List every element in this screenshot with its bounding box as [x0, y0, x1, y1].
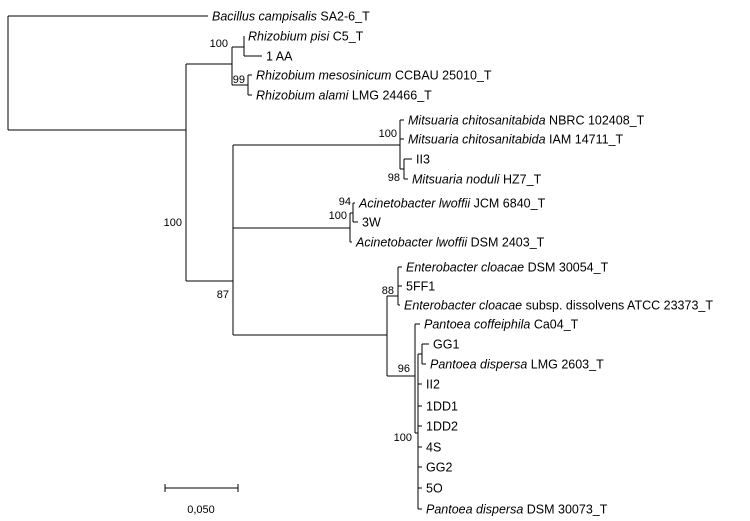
leaf-label-part: Enterobacter cloacae — [406, 261, 524, 275]
leaf-label-aa1: 1 AA — [266, 50, 293, 64]
leaf-label-ff1: 5FF1 — [406, 280, 435, 294]
leaf-label-dd1: 1DD1 — [426, 400, 458, 414]
leaf-label-part: Rhizobium alami — [256, 89, 350, 103]
leaf-label-part: LMG 2603_T — [527, 358, 604, 372]
leaf-label-acin_dsm: Acinetobacter lwoffii DSM 2403_T — [355, 236, 545, 250]
leaf-label-part: 1DD2 — [426, 420, 458, 434]
leaf-label-part: Enterobacter cloacae — [404, 299, 522, 313]
bootstrap-label: 100 — [329, 210, 347, 222]
leaf-label-part: Rhizobium mesosinicum — [256, 69, 391, 83]
leaf-label-bacillus: Bacillus campisalis SA2-6_T — [212, 10, 370, 24]
leaf-label-part: Rhizobium pisi — [248, 30, 331, 44]
leaf-label-part: Pantoea dispersa — [430, 358, 527, 372]
bootstrap-label: 100 — [164, 217, 182, 229]
leaf-label-part: 1 AA — [266, 50, 293, 64]
leaf-label-part: 3W — [362, 216, 381, 230]
bootstrap-label: 98 — [388, 172, 400, 184]
leaf-label-part: JCM 6840_T — [470, 197, 545, 211]
leaf-label-part: Acinetobacter lwoffii — [355, 236, 468, 250]
leaf-label-part: Mitsuaria chitosanitabida — [408, 133, 546, 147]
leaf-label-part: DSM 30073_T — [523, 503, 607, 517]
leaf-label-ent_atcc: Enterobacter cloacae subsp. dissolvens A… — [404, 299, 713, 313]
leaf-label-part: Mitsuaria chitosanitabida — [408, 114, 546, 128]
leaf-label-rhizo_pisi: Rhizobium pisi C5_T — [248, 30, 364, 44]
leaf-label-rhizo_meso: Rhizobium mesosinicum CCBAU 25010_T — [256, 69, 492, 83]
leaf-label-gg2: GG2 — [426, 461, 452, 475]
leaf-label-pant_dsm: Pantoea dispersa DSM 30073_T — [426, 503, 608, 517]
leaf-label-ii2: II2 — [426, 378, 440, 392]
leaf-label-pant_lmg: Pantoea dispersa LMG 2603_T — [430, 358, 604, 372]
bootstrap-label: 99 — [233, 74, 245, 86]
bootstrap-label: 87 — [217, 289, 229, 301]
leaf-label-o5: 5O — [426, 482, 443, 496]
bootstrap-label: 100 — [394, 432, 412, 444]
bootstrap-label: 100 — [210, 38, 228, 50]
leaf-label-part: Ca04_T — [530, 318, 578, 332]
leaf-label-part: IAM 14711_T — [546, 133, 624, 147]
scale-bar-label: 0,050 — [187, 504, 215, 516]
leaf-label-part: DSM 30054_T — [524, 261, 608, 275]
leaf-label-ent_dsm: Enterobacter cloacae DSM 30054_T — [406, 261, 609, 275]
leaf-labels: Bacillus campisalis SA2-6_T Rhizobium pis… — [212, 10, 713, 517]
leaf-label-pant_coff: Pantoea coffeiphila Ca04_T — [424, 318, 579, 332]
bootstrap-label: 88 — [382, 285, 394, 297]
leaf-label-part: SA2-6_T — [317, 10, 370, 24]
leaf-label-part: LMG 24466_T — [348, 89, 432, 103]
leaf-label-part: Mitsuaria noduli — [412, 173, 501, 187]
bootstrap-label: 94 — [339, 196, 351, 208]
leaf-label-part: HZ7_T — [500, 173, 542, 187]
tree-branches — [7, 15, 429, 510]
leaf-label-mits_noduli: Mitsuaria noduli HZ7_T — [412, 173, 542, 187]
leaf-label-part: 5FF1 — [406, 280, 435, 294]
leaf-label-w3: 3W — [362, 216, 381, 230]
leaf-label-mits_iam: Mitsuaria chitosanitabida IAM 14711_T — [408, 133, 624, 147]
scale-bar: 0,050 — [164, 484, 239, 516]
leaf-label-part: GG1 — [433, 338, 459, 352]
bootstrap-label: 100 — [379, 128, 397, 140]
bootstrap-values: 100 99 100 98 94 100 100 88 87 96 100 — [164, 38, 412, 444]
leaf-label-dd2: 1DD2 — [426, 420, 458, 434]
leaf-label-part: II3 — [416, 153, 430, 167]
leaf-label-part: 5O — [426, 482, 443, 496]
leaf-label-acin_jcm: Acinetobacter lwoffii JCM 6840_T — [358, 197, 546, 211]
leaf-label-part: CCBAU 25010_T — [391, 69, 491, 83]
leaf-label-part: NBRC 102408_T — [546, 114, 645, 128]
bootstrap-label: 96 — [398, 363, 410, 375]
leaf-label-part: subsp. dissolvens ATCC 23373_T — [522, 299, 713, 313]
leaf-label-part: DSM 2403_T — [467, 236, 544, 250]
leaf-label-part: Pantoea dispersa — [426, 503, 523, 517]
leaf-label-s4: 4S — [426, 441, 441, 455]
leaf-label-ii3: II3 — [416, 153, 430, 167]
leaf-label-part: GG2 — [426, 461, 452, 475]
leaf-label-gg1: GG1 — [433, 338, 459, 352]
leaf-label-mits_nbrc: Mitsuaria chitosanitabida NBRC 102408_T — [408, 114, 645, 128]
leaf-label-part: Bacillus campisalis — [212, 10, 317, 24]
leaf-label-part: C5_T — [329, 30, 363, 44]
leaf-label-part: Acinetobacter lwoffii — [358, 197, 471, 211]
leaf-label-part: 1DD1 — [426, 400, 458, 414]
leaf-label-part: 4S — [426, 441, 441, 455]
leaf-label-rhizo_alami: Rhizobium alami LMG 24466_T — [256, 89, 432, 103]
leaf-label-part: II2 — [426, 378, 440, 392]
leaf-label-part: Pantoea coffeiphila — [424, 318, 530, 332]
